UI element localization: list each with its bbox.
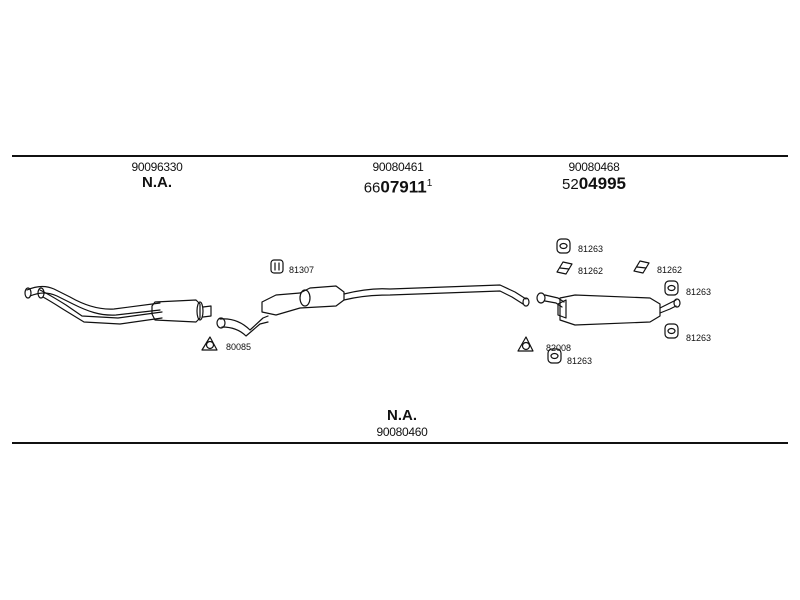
callout-81263: 81263 bbox=[567, 356, 592, 366]
availability-label: N.A. bbox=[387, 407, 417, 424]
callout-80085: 80085 bbox=[226, 342, 251, 352]
callout-82008: 82008 bbox=[546, 343, 571, 353]
bracket-icon bbox=[633, 260, 650, 274]
gasket-icon bbox=[517, 336, 534, 352]
mount-rubber-icon bbox=[547, 348, 562, 364]
callout-81307: 81307 bbox=[289, 265, 314, 275]
part-number: 90080461 bbox=[372, 160, 424, 174]
callout-81263: 81263 bbox=[686, 287, 711, 297]
part-block-middle-silencer: 90080461 66079111 bbox=[364, 160, 433, 198]
oe-suffix: 1 bbox=[426, 178, 433, 189]
bottom-divider-line bbox=[12, 442, 788, 444]
availability-label: N.A. bbox=[142, 174, 172, 191]
callout-81262: 81262 bbox=[657, 265, 682, 275]
mount-rubber-icon bbox=[270, 259, 284, 274]
callout-81262: 81262 bbox=[578, 266, 603, 276]
part-block-front-pipe: 90096330 N.A. bbox=[132, 160, 183, 192]
part-number: 90080460 bbox=[376, 425, 428, 439]
middle-silencer-drawing bbox=[216, 284, 530, 337]
callout-81263: 81263 bbox=[686, 333, 711, 343]
part-number: 90096330 bbox=[131, 160, 183, 174]
callout-81263: 81263 bbox=[578, 244, 603, 254]
mount-rubber-icon bbox=[664, 280, 679, 296]
part-block-rear-silencer: 90080468 5204995 bbox=[562, 160, 626, 195]
gasket-icon bbox=[201, 336, 218, 351]
oe-prefix: 52 bbox=[562, 176, 579, 193]
top-divider-line bbox=[12, 155, 788, 157]
oe-main: 07911 bbox=[380, 177, 427, 197]
oe-number: 5204995 bbox=[562, 174, 626, 195]
bracket-icon bbox=[556, 261, 573, 275]
oe-prefix: 66 bbox=[363, 179, 381, 197]
front-pipe-drawing bbox=[24, 285, 212, 325]
mount-rubber-icon bbox=[664, 323, 679, 339]
oe-main: 04995 bbox=[578, 174, 626, 193]
part-number: 90080468 bbox=[568, 160, 620, 174]
part-block-system: N.A. 90080460 bbox=[377, 407, 428, 439]
oe-number: 66079111 bbox=[364, 174, 433, 198]
rear-silencer-drawing bbox=[536, 292, 681, 326]
mount-rubber-icon bbox=[556, 238, 571, 254]
